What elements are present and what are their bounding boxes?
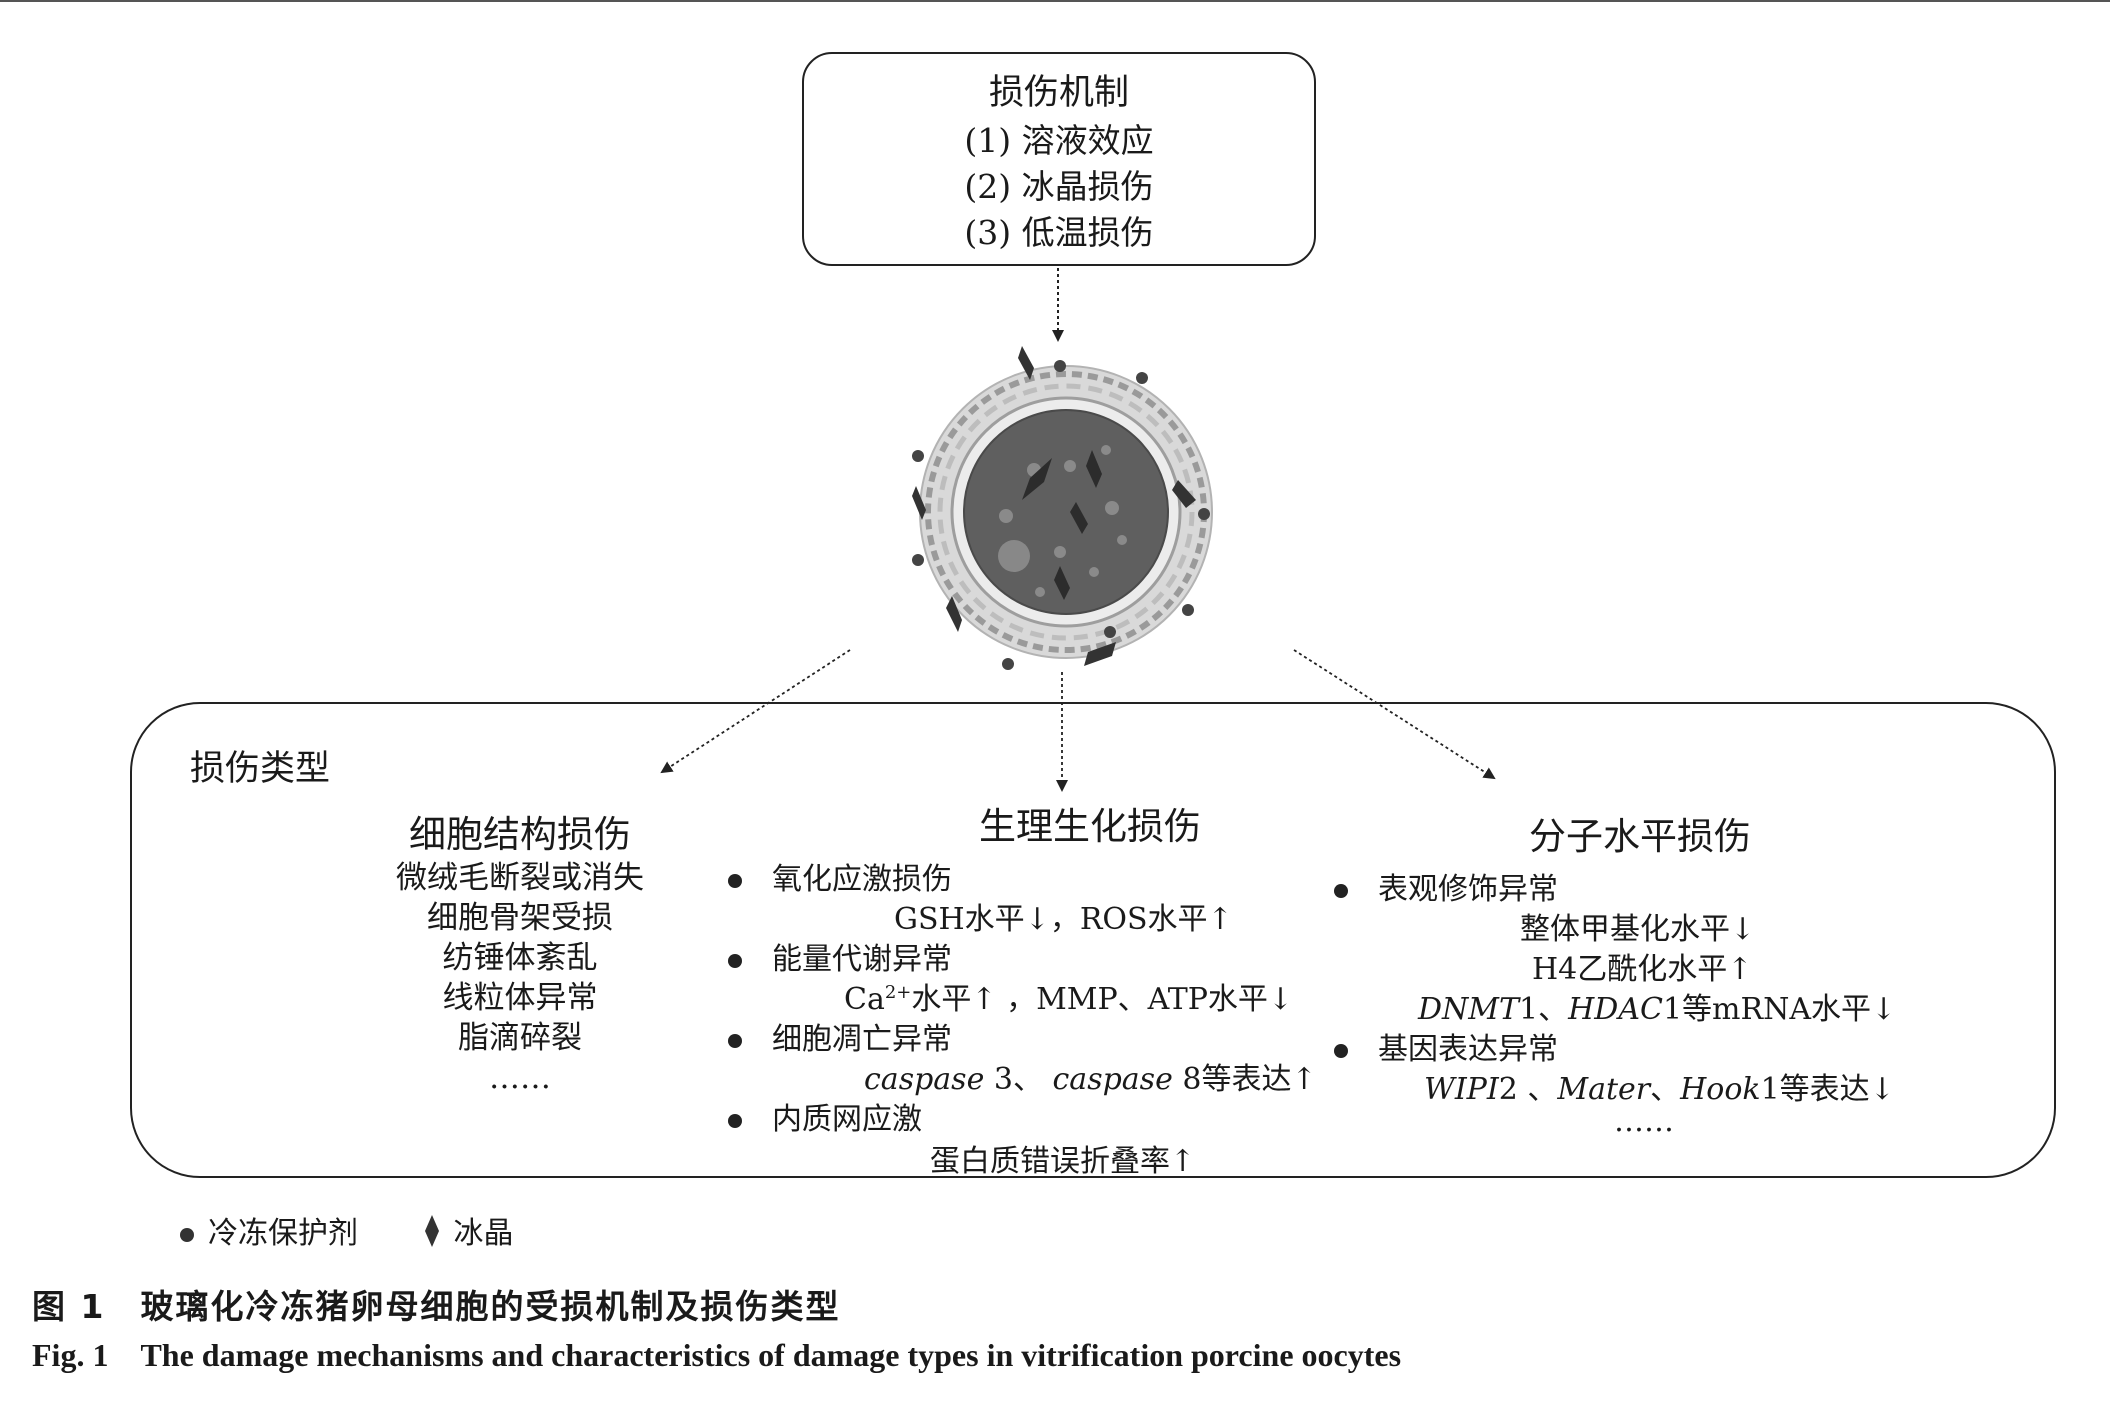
- ice-crystal: [1172, 480, 1196, 508]
- molecular-line-genes: WIPI2 、Mater、Hook1等表达↓: [1424, 1072, 1895, 1107]
- organelle: [999, 509, 1013, 523]
- cryoprotectant-dot: [1002, 658, 1014, 670]
- organelle: [998, 540, 1030, 572]
- ice-crystal-legend-icon: [424, 1215, 440, 1255]
- biochem-line-misfolding: 蛋白质错误折叠率↑: [930, 1144, 1196, 1179]
- cryoprotectant-dot: [1198, 508, 1210, 520]
- biochem-line-gsh-ros: GSH水平↓，ROS水平↑: [894, 902, 1233, 937]
- ice-crystal: [912, 486, 926, 520]
- ice-crystal: [1086, 450, 1102, 488]
- mechanism-item: (3) 低温损伤: [964, 213, 1154, 252]
- bullet-dot: [728, 1114, 742, 1128]
- cryoprotectant-dot: [1054, 360, 1066, 372]
- structure-item: 细胞骨架受损: [427, 900, 613, 936]
- cryoprotectant-dot: [912, 554, 924, 566]
- organelle: [1089, 567, 1099, 577]
- cryoprotectant-dot: [1104, 626, 1116, 638]
- structure-item: ……: [489, 1060, 551, 1096]
- structure-item: 线粒体异常: [442, 980, 598, 1016]
- organelle: [1101, 445, 1111, 455]
- molecular-line-acetylation: H4乙酰化水平↑: [1532, 952, 1753, 987]
- legend: 冷冻保护剂 冰晶: [180, 1208, 514, 1255]
- ice-crystal: [1022, 458, 1052, 500]
- molecular-bullet-gene-expression: 基因表达异常: [1334, 1024, 1558, 1068]
- cryoprotectant-dot: [912, 450, 924, 462]
- organelle: [1117, 535, 1127, 545]
- structure-item: 纺锤体紊乱: [442, 940, 598, 976]
- caption-english: Fig. 1 The damage mechanisms and charact…: [32, 1337, 1402, 1373]
- organelle: [1054, 546, 1066, 558]
- bullet-dot: [1334, 1044, 1348, 1058]
- oocyte-illustration: [912, 346, 1213, 670]
- organelle: [1105, 501, 1119, 515]
- ice-crystal: [1018, 346, 1034, 380]
- cryoprotectant-dot: [1136, 372, 1148, 384]
- mechanism-list: (1) 溶液效应 (2) 冰晶损伤 (3) 低温损伤: [802, 118, 1316, 256]
- biochem-bullet-apoptosis: 细胞凋亡异常: [728, 1014, 952, 1058]
- bullet-dot: [728, 1034, 742, 1048]
- legend-cryoprotectant-label: 冷冻保护剂: [208, 1216, 358, 1251]
- biochem-line-ca-mmp-atp: Ca2+水平↑ ，MMP、ATP水平↓: [844, 982, 1294, 1017]
- structure-damage-title: 细胞结构损伤: [409, 813, 631, 856]
- mechanism-item: (2) 冰晶损伤: [964, 167, 1154, 206]
- legend-ice-label: 冰晶: [453, 1216, 514, 1251]
- ice-crystal: [1070, 502, 1088, 534]
- molecular-damage-title: 分子水平损伤: [1529, 815, 1751, 858]
- molecular-bullet-epigenetic: 表观修饰异常: [1334, 864, 1558, 908]
- molecular-line-methylation: 整体甲基化水平↓: [1520, 912, 1756, 947]
- mechanism-item: (1) 溶液效应: [964, 121, 1154, 160]
- cryoprotectant-dot: [1182, 604, 1194, 616]
- damage-types-box: [130, 702, 2056, 1178]
- molecular-line-dnmt-hdac: DNMT1、HDAC1等mRNA水平↓: [1418, 992, 1897, 1027]
- biochem-line-caspase: caspase 3、 caspase 8等表达↑: [864, 1062, 1317, 1097]
- organelle: [1064, 460, 1076, 472]
- ice-crystal: [1054, 566, 1070, 600]
- mechanism-box: [802, 52, 1316, 266]
- top-rule: [0, 0, 2110, 2]
- bullet-dot: [1334, 884, 1348, 898]
- structure-item: 微绒毛断裂或消失: [396, 860, 644, 896]
- damage-types-title: 损伤类型: [190, 749, 331, 789]
- biochem-damage-title: 生理生化损伤: [979, 805, 1201, 848]
- biochem-bullet-oxidative: 氧化应激损伤: [728, 854, 952, 898]
- structure-damage-list: 微绒毛断裂或消失 细胞骨架受损 纺锤体紊乱 线粒体异常 脂滴碎裂 ……: [360, 858, 680, 1098]
- caption-chinese: 图 1 玻璃化冷冻猪卵母细胞的受损机制及损伤类型: [32, 1287, 841, 1326]
- ice-crystal: [946, 596, 962, 632]
- bullet-dot: [728, 874, 742, 888]
- organelle: [1035, 587, 1045, 597]
- arrow-to-structure: [660, 649, 851, 774]
- cryoprotectant-legend-icon: [180, 1228, 194, 1242]
- ice-crystal: [1084, 642, 1116, 666]
- biochem-bullet-energy: 能量代谢异常: [728, 934, 952, 978]
- biochem-bullet-er-stress: 内质网应激: [728, 1094, 922, 1138]
- bullet-dot: [728, 954, 742, 968]
- structure-item: 脂滴碎裂: [458, 1020, 582, 1056]
- mechanism-title: 损伤机制: [988, 73, 1129, 113]
- molecular-ellipsis: ……: [1614, 1104, 1674, 1139]
